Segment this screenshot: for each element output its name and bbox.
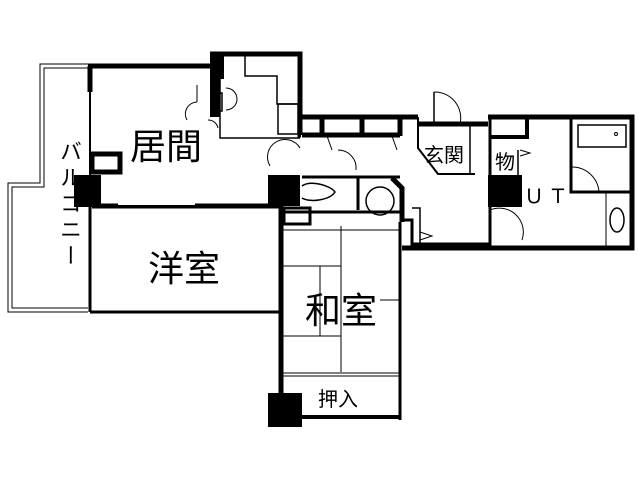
unit-bath-label: ＵＴ bbox=[524, 184, 572, 208]
column-living-top bbox=[210, 54, 224, 79]
entrance-label: 玄関 bbox=[424, 143, 464, 167]
column-ut bbox=[488, 175, 522, 207]
column-living-mid bbox=[210, 79, 220, 117]
closet-label: 押入 bbox=[318, 387, 358, 411]
column-toilet bbox=[282, 176, 296, 198]
living-room-label: 居間 bbox=[130, 127, 203, 168]
storage-label: 物 bbox=[495, 150, 515, 174]
japanese-room-label: 和室 bbox=[305, 291, 378, 332]
balcony-outline bbox=[7, 63, 88, 313]
western-room-label: 洋室 bbox=[148, 249, 221, 290]
kitchen-walls bbox=[210, 51, 303, 138]
balcony-label: バルコニー bbox=[56, 140, 81, 270]
column-bottom bbox=[268, 393, 302, 427]
column-balcony bbox=[74, 175, 101, 207]
